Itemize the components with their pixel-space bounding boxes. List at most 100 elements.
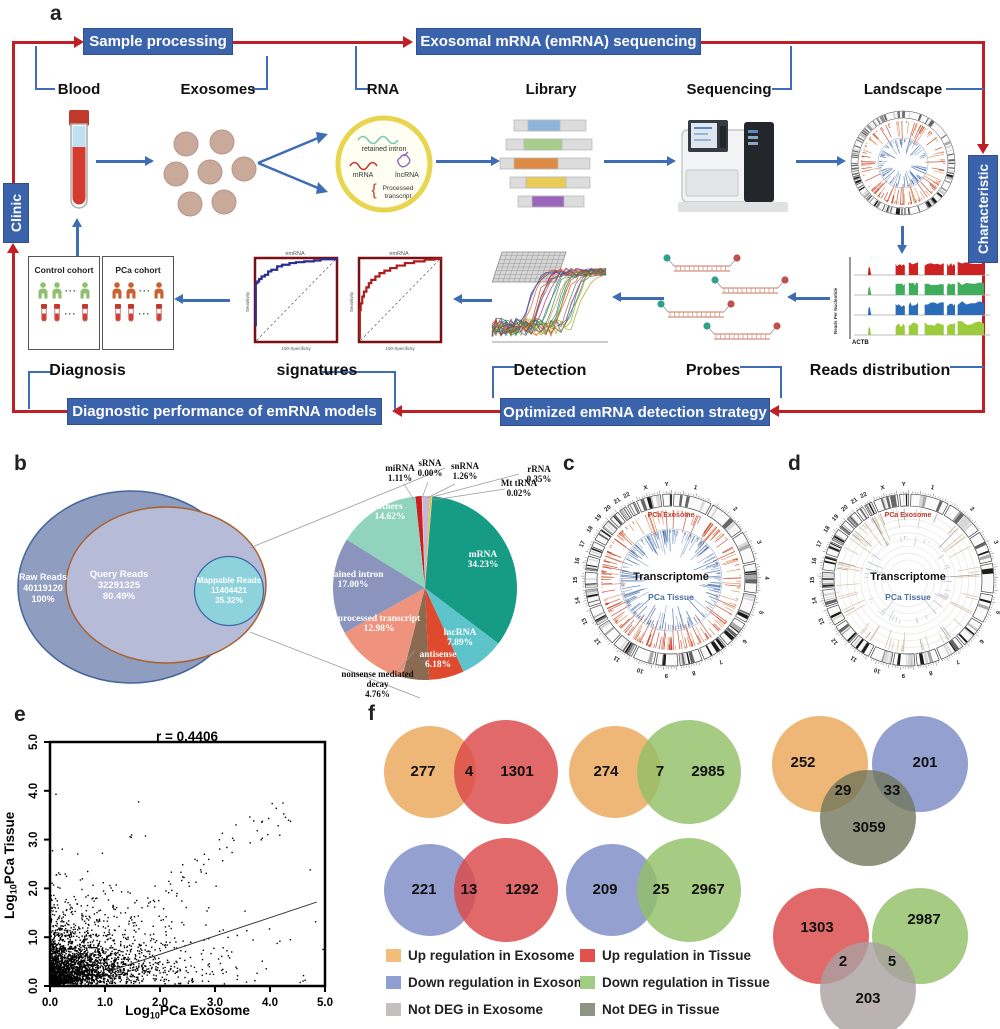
svg-text:12: 12 <box>830 636 839 645</box>
legend-label: Up regulation in Exosome <box>408 948 575 963</box>
tube-icon <box>126 304 136 323</box>
svg-text:Y: Y <box>665 482 669 488</box>
person-icon <box>111 282 123 299</box>
venn6-tr-overlap-count: 5 <box>887 953 897 970</box>
venn-legend-col1: Up regulation in Exosome Down regulation… <box>386 942 593 1023</box>
connector-blood-h <box>35 88 55 90</box>
svg-text:2.0: 2.0 <box>28 880 40 896</box>
legend-item: Up regulation in Tissue <box>580 942 770 969</box>
coverage-track <box>867 301 985 315</box>
rna-processed2-label: transcript <box>385 193 412 200</box>
svg-text:16: 16 <box>811 556 818 564</box>
step-exosomes: Exosomes <box>180 81 256 98</box>
svg-text:ACTB: ACTB <box>852 340 869 346</box>
venn1-right-count: 1301 <box>500 763 534 780</box>
venn-legend-col2: Up regulation in Tissue Down regulation … <box>580 942 770 1023</box>
rna-lncrna-label: lncRNA <box>395 172 419 179</box>
probe <box>711 276 789 294</box>
person-icon <box>125 282 137 299</box>
tube-icon <box>154 304 164 323</box>
reads-euler-and-pie: Raw Reads 40119120 100% Query Reads 3229… <box>17 467 520 699</box>
connector-exosomes-h <box>252 88 268 90</box>
flow-arrow-up-clinic <box>7 243 19 253</box>
pca-cohort-title: PCa cohort <box>115 265 161 275</box>
venn3-topright-count: 201 <box>912 754 938 771</box>
flow-line-left-top <box>12 41 15 183</box>
venn2-down-tissue-circle <box>637 720 741 824</box>
flow-line-left-bottom <box>12 252 15 413</box>
pca-cohort-persons: ··· <box>103 282 173 299</box>
legend-label: Up regulation in Tissue <box>602 948 752 963</box>
svg-text:Mappable Reads: Mappable Reads <box>197 576 262 585</box>
arrow-signatures-cohorts-head <box>174 294 183 304</box>
rna-mrna-label: mRNA <box>353 172 374 179</box>
svg-text:1.0: 1.0 <box>28 929 40 945</box>
svg-text:5.0: 5.0 <box>317 997 333 1009</box>
arrow-library-sequencing <box>604 160 668 163</box>
svg-text:8: 8 <box>928 669 933 676</box>
svg-text:5.0: 5.0 <box>28 734 40 750</box>
qpcr-detection-icon <box>491 251 608 343</box>
tube-icon <box>80 304 90 323</box>
svg-text:6: 6 <box>977 638 984 645</box>
svg-text:3: 3 <box>992 540 999 546</box>
circos-d-outer-label: PCa Exosome <box>884 512 932 519</box>
svg-text:21: 21 <box>850 497 859 506</box>
circos-c-inner-label: PCa Tissue <box>648 592 694 602</box>
legend-label: Not DEG in Exosome <box>408 1002 544 1017</box>
legend-label: Down regulation in Exosome <box>408 975 594 990</box>
svg-text:Query Reads: Query Reads <box>90 569 149 580</box>
legend-item: Not DEG in Exosome <box>386 996 593 1023</box>
landscape-circos-icon <box>850 110 956 216</box>
control-cohort-persons: ··· <box>29 282 99 299</box>
flow-line-bottom-mid <box>402 410 500 413</box>
svg-text:8: 8 <box>691 669 696 676</box>
arrow-reads-probes <box>796 297 830 300</box>
legend-swatch-down-tissue <box>580 976 595 989</box>
svg-text:3.0: 3.0 <box>28 832 40 848</box>
svg-text:10: 10 <box>636 666 645 674</box>
panel-c-label: c <box>563 452 575 475</box>
venn6-tl-overlap-count: 2 <box>838 953 848 970</box>
person-icon <box>51 282 63 299</box>
svg-text:21: 21 <box>613 497 622 506</box>
person-icon <box>153 282 165 299</box>
legend-label: Down regulation in Tissue <box>602 975 770 990</box>
step-landscape: Landscape <box>863 81 943 98</box>
svg-text:6: 6 <box>740 638 747 645</box>
venn5-left-count: 209 <box>592 881 618 898</box>
connector-exosomes-v <box>266 56 268 90</box>
roc-title: emRNA <box>389 251 409 257</box>
connector-landscape-h <box>946 88 984 90</box>
panel-e-label: e <box>14 703 26 726</box>
step-rna: RNA <box>366 81 400 98</box>
svg-text:4.0: 4.0 <box>262 997 278 1009</box>
legend-swatch-notdeg-exosome <box>386 1003 401 1016</box>
roc-title: emRNA <box>285 251 305 257</box>
svg-text:Y: Y <box>902 482 906 488</box>
ellipsis: ··· <box>139 285 151 296</box>
ellipsis: ··· <box>65 285 77 296</box>
box-optimized-detection-label: Optimized emRNA detection strategy <box>503 403 767 421</box>
coverage-track <box>867 321 985 335</box>
box-clinic-label: Clinic <box>8 193 24 233</box>
arrow-blood-exosomes-head <box>145 156 154 166</box>
legend-label: Not DEG in Tissue <box>602 1002 720 1017</box>
flow-arrow-emrna <box>403 36 413 48</box>
inner-track-spikes <box>620 529 722 631</box>
svg-text:9: 9 <box>901 672 905 678</box>
arrow-sequencing-landscape <box>796 160 838 163</box>
svg-text:22: 22 <box>623 491 632 500</box>
legend-item: Down regulation in Tissue <box>580 969 770 996</box>
svg-text:X: X <box>880 485 885 492</box>
svg-text:2.0: 2.0 <box>152 997 168 1009</box>
venn5-right-count: 2967 <box>691 881 725 898</box>
svg-text:7: 7 <box>717 658 724 665</box>
